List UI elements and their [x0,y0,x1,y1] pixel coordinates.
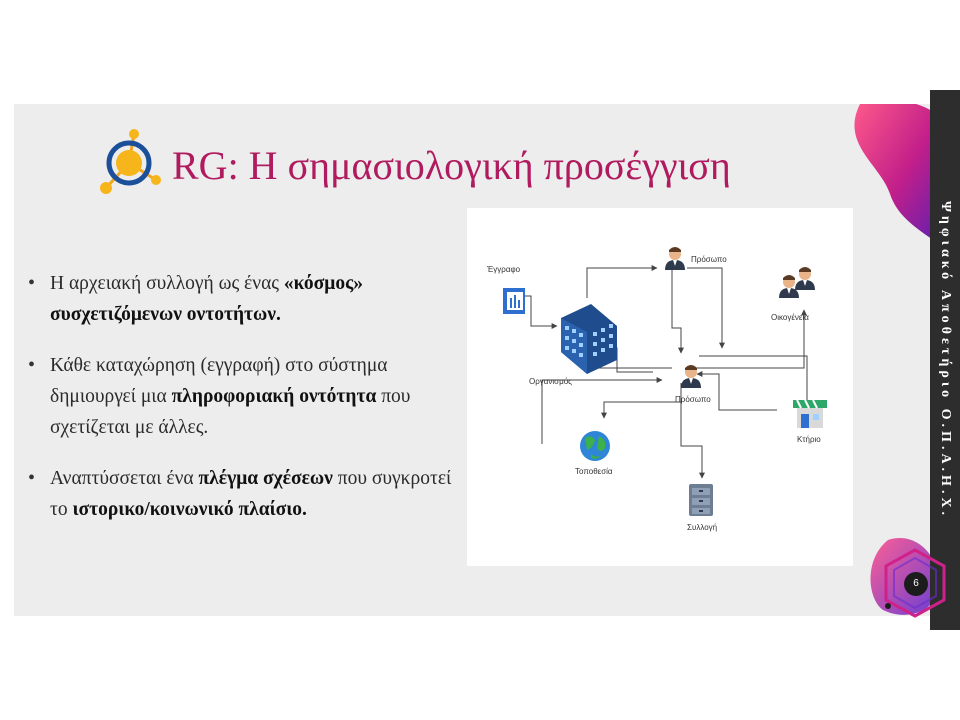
hexagon-frame-icon [884,548,946,618]
person-top-icon [665,247,685,270]
sidebar-repository-banner: Ψηφιακό Αποθετήριο Ο.Π.Α.Η.Χ. [930,90,960,630]
entity-relation-diagram: Έγγραφο Οργανισμός Πρόσωπο Οικογένεια Πρ… [467,208,853,566]
slide: RG: Η σημασιολογική προσέγγιση Η αρχειακ… [14,104,930,616]
bullet-list: Η αρχειακή συλλογή ως ένας «κόσμος» συσχ… [24,268,456,545]
bullet-bold-text: πληροφοριακή οντότητα [171,386,377,407]
family-person-right-icon [795,267,815,290]
label-place: Τοποθεσία [575,467,613,476]
decorative-gradient-blob-top [854,104,930,238]
label-collection: Συλλογή [687,523,717,532]
label-person-top: Πρόσωπο [691,255,727,264]
label-organization: Οργανισμός [529,377,572,386]
document-icon [503,288,525,314]
organization-building-icon [561,304,617,374]
bullet-bold-text: ιστορικο/κοινωνικό πλαίσιο. [72,499,307,520]
bullet-bold-text: πλέγμα σχέσεων [198,468,333,489]
bullet-text: Αναπτύσσεται ένα [50,468,199,489]
page-number: 6 [904,572,928,596]
label-document: Έγγραφο [486,265,521,274]
bullet-bold-text: «κόσμος» συσχετιζόμενων οντοτήτων. [50,273,364,325]
place-globe-icon [580,431,610,461]
collection-cabinet-icon [689,484,713,516]
page-number-badge: 6 [878,546,952,620]
bullet-text: Κάθε καταχώρηση (εγγραφή) στο σύστημα δη… [50,355,388,407]
label-building: Κτήριο [797,435,821,444]
label-family: Οικογένεια [771,313,809,322]
bullet-text: Η αρχειακή συλλογή ως ένας [50,273,284,294]
bullet-item: Αναπτύσσεται ένα πλέγμα σχέσεων που συγκ… [24,463,456,525]
slide-title: RG: Η σημασιολογική προσέγγιση [172,143,731,188]
bullet-text: που συγκροτεί το [50,468,452,520]
bullet-item: Η αρχειακή συλλογή ως ένας «κόσμος» συσχ… [24,268,456,330]
bullet-text: που σχετίζεται με άλλες. [50,386,411,438]
semantic-network-logo-icon [100,129,161,194]
label-person-center: Πρόσωπο [675,395,711,404]
building-shop-icon [793,399,827,428]
sidebar-text: Ψηφιακό Αποθετήριο Ο.Π.Α.Η.Χ. [938,200,953,520]
bullet-item: Κάθε καταχώρηση (εγγραφή) στο σύστημα δη… [24,350,456,443]
